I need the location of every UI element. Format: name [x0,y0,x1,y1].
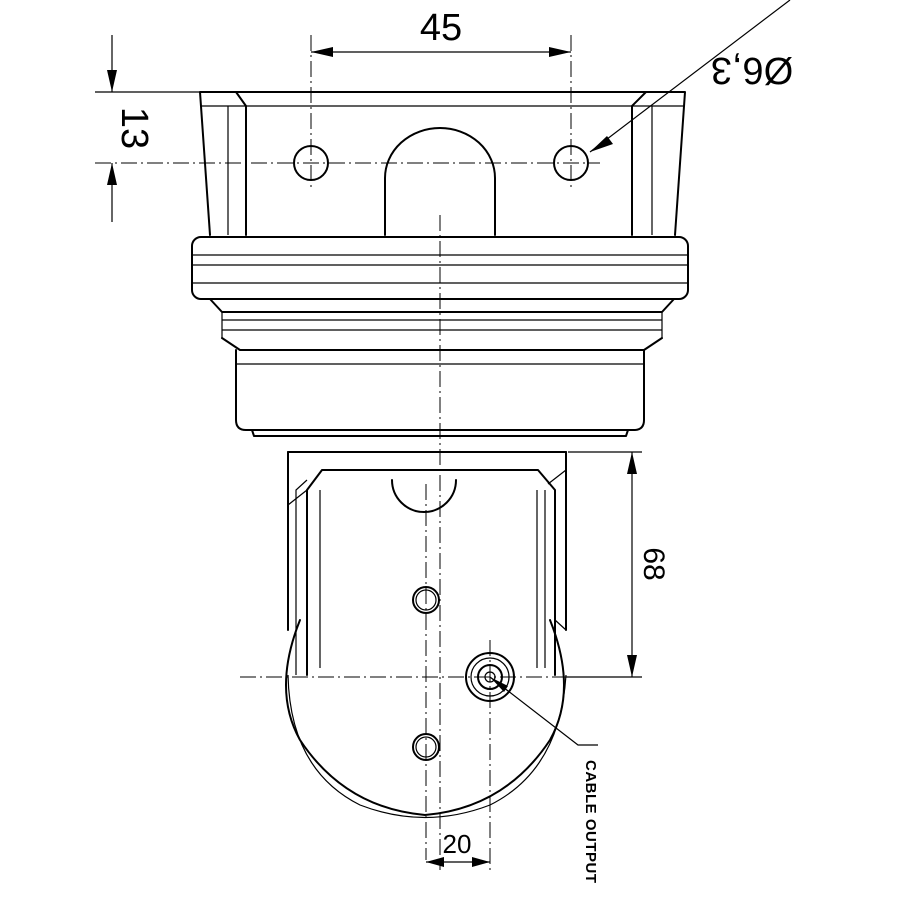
top-notch [391,479,457,513]
dimension-45-label: 45 [420,7,462,49]
dimension-68: 68 [566,451,670,678]
cable-slot [384,127,496,236]
cable-output-callout: CABLE OUTPUT [489,676,599,884]
cable-output-label: CABLE OUTPUT [582,760,599,884]
dimension-68-label: 68 [637,547,670,580]
dimension-20: 20 [426,829,490,867]
dimension-13: 13 [95,35,200,222]
dimension-hole-diameter-label: Ø6,3 [711,49,793,91]
upper-mount-body [199,91,686,236]
dimension-20-label: 20 [443,829,472,859]
base-disc [285,619,567,819]
dimension-45: 45 [311,7,571,57]
bracket-yoke [287,451,567,676]
dimension-13-label: 13 [113,107,155,149]
dimension-hole-diameter: Ø6,3 [589,0,793,153]
